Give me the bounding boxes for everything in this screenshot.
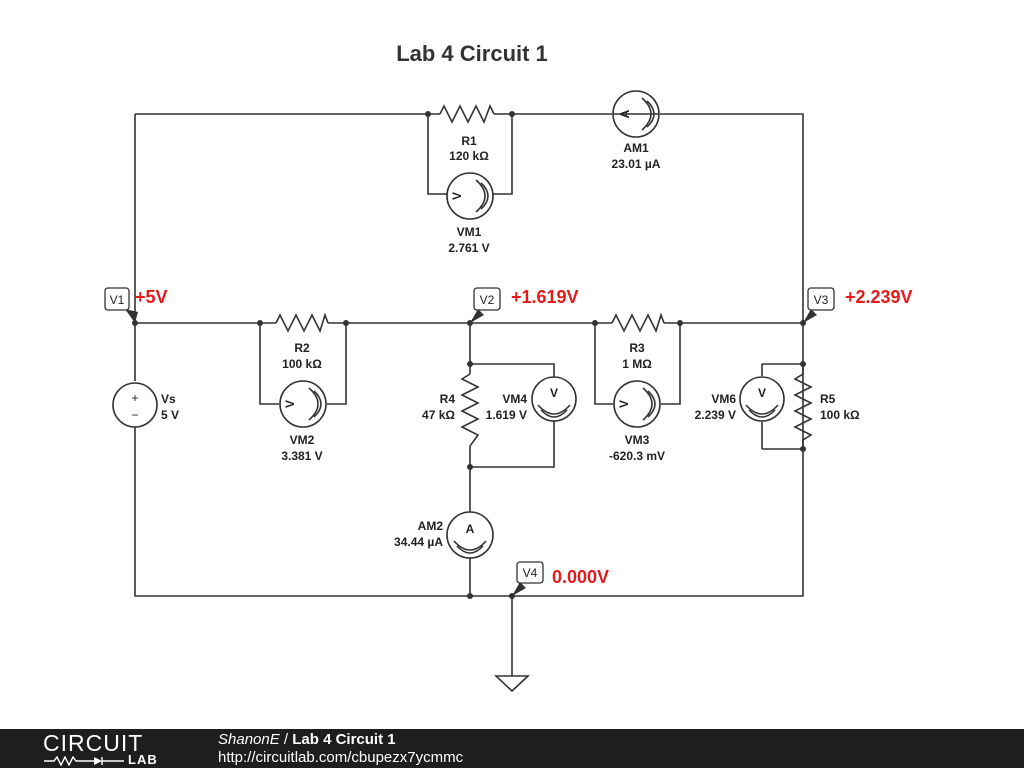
vm3-voltmeter[interactable]: V bbox=[613, 380, 661, 428]
am1-name: AM1 bbox=[623, 141, 649, 155]
probe-v3-label: V3 bbox=[814, 293, 829, 307]
vs-name: Vs bbox=[161, 392, 176, 406]
r2-resistor-symbol[interactable] bbox=[275, 312, 329, 334]
am1-symbol: A bbox=[618, 109, 632, 118]
footer-bar: CIRCUIT LAB ShanonE / Lab 4 Circuit 1 ht… bbox=[0, 729, 1024, 768]
vm1-name: VM1 bbox=[457, 225, 482, 239]
vm2-name: VM2 bbox=[290, 433, 315, 447]
vm1-voltmeter[interactable]: V bbox=[446, 172, 494, 220]
probe-v3[interactable]: V3 bbox=[803, 287, 835, 323]
r5-resistor-symbol[interactable] bbox=[793, 364, 813, 449]
vs-plus-symbol: + bbox=[131, 391, 138, 405]
r3-value: 1 MΩ bbox=[622, 357, 652, 371]
vm2-reading: 3.381 V bbox=[281, 449, 322, 463]
schematic-title: Lab 4 Circuit 1 bbox=[396, 41, 548, 66]
probe-v2-label: V2 bbox=[480, 293, 495, 307]
vm6-reading: 2.239 V bbox=[695, 408, 736, 422]
r1-resistor-symbol[interactable] bbox=[439, 104, 495, 124]
r2-name: R2 bbox=[294, 341, 310, 355]
r3-name: R3 bbox=[629, 341, 645, 355]
probe-v1[interactable]: V1 bbox=[104, 287, 138, 323]
am2-reading: 34.44 µA bbox=[394, 535, 443, 549]
vm3-reading: -620.3 mV bbox=[609, 449, 665, 463]
footer-credit: ShanonE / Lab 4 Circuit 1 bbox=[218, 731, 396, 748]
logo-lab-text: LAB bbox=[128, 752, 158, 767]
am2-symbol: A bbox=[466, 522, 475, 536]
r5-value: 100 kΩ bbox=[820, 408, 860, 422]
r5-name: R5 bbox=[820, 392, 836, 406]
r4-resistor-symbol[interactable] bbox=[460, 373, 480, 447]
r4-value: 47 kΩ bbox=[422, 408, 455, 422]
r1-name: R1 bbox=[461, 134, 477, 148]
vs-minus-symbol: − bbox=[131, 408, 138, 422]
probe-v2-voltage: +1.619V bbox=[511, 287, 579, 307]
am1-ammeter[interactable]: A bbox=[612, 90, 660, 138]
vm3-symbol: V bbox=[617, 400, 631, 408]
vm6-voltmeter[interactable]: V bbox=[739, 376, 785, 422]
r3-resistor-symbol[interactable] bbox=[611, 312, 665, 334]
probe-v4-label: V4 bbox=[523, 566, 538, 580]
probe-v1-label: V1 bbox=[110, 293, 125, 307]
probe-v2[interactable]: V2 bbox=[470, 287, 501, 323]
vs-voltage-source[interactable]: + − bbox=[112, 381, 158, 428]
vm6-symbol: V bbox=[758, 386, 766, 400]
r1-value: 120 kΩ bbox=[449, 149, 489, 163]
vm4-name: VM4 bbox=[502, 392, 527, 406]
probe-v1-voltage: +5V bbox=[135, 287, 168, 307]
am2-ammeter[interactable]: A bbox=[446, 511, 494, 559]
vm1-symbol: V bbox=[450, 192, 464, 200]
logo-circuit-text: CIRCUIT bbox=[43, 730, 144, 756]
vm6-name: VM6 bbox=[711, 392, 736, 406]
wires bbox=[134, 113, 804, 676]
vm2-symbol: V bbox=[283, 400, 297, 408]
circuit-schematic: Lab 4 Circuit 1 bbox=[104, 41, 913, 693]
vm2-voltmeter[interactable]: V bbox=[279, 380, 327, 428]
vs-value: 5 V bbox=[161, 408, 179, 422]
vm4-voltmeter[interactable]: V bbox=[531, 376, 577, 422]
probe-v3-voltage: +2.239V bbox=[845, 287, 913, 307]
vm4-symbol: V bbox=[550, 386, 558, 400]
footer-title: Lab 4 Circuit 1 bbox=[292, 731, 396, 748]
r2-value: 100 kΩ bbox=[282, 357, 322, 371]
footer-separator: / bbox=[279, 731, 293, 748]
ground-icon bbox=[493, 675, 531, 693]
vm1-reading: 2.761 V bbox=[448, 241, 489, 255]
probe-v4[interactable]: V4 bbox=[512, 561, 544, 596]
probe-v4-voltage: 0.000V bbox=[552, 567, 609, 587]
resistor-diode-logo-icon bbox=[44, 756, 124, 766]
r4-name: R4 bbox=[440, 392, 456, 406]
am1-reading: 23.01 µA bbox=[612, 157, 661, 171]
vm4-reading: 1.619 V bbox=[486, 408, 527, 422]
footer-author-link[interactable]: ShanonE bbox=[218, 731, 280, 748]
am2-name: AM2 bbox=[418, 519, 444, 533]
footer-url-link[interactable]: http://circuitlab.com/cbupezx7ycmmc bbox=[218, 749, 464, 766]
vm3-name: VM3 bbox=[625, 433, 650, 447]
